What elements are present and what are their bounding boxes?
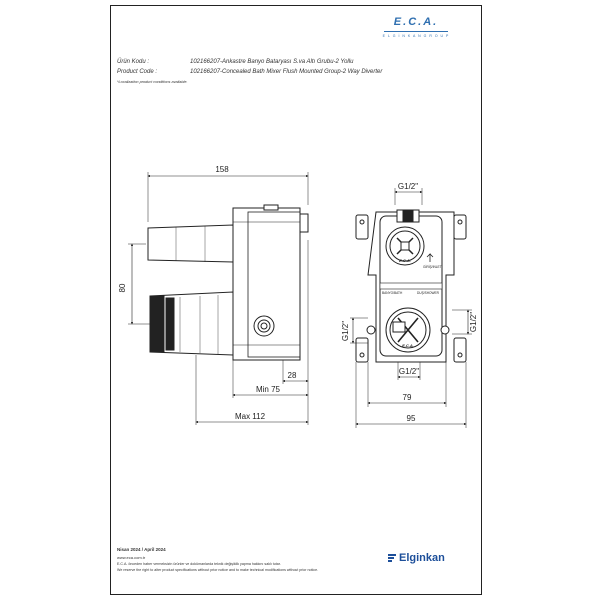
label-inlet: GİRİŞ/INLET xyxy=(423,264,442,269)
elginkan-brand: Elginkan xyxy=(399,552,445,564)
eca-logo: E.C.A. E L G İ N K A N G R O U P xyxy=(376,16,456,46)
dim-28: 28 xyxy=(288,371,297,380)
footer-date: Nisan 2024 / April 2024 xyxy=(117,547,166,552)
dim-min: Min 75 xyxy=(256,385,281,394)
diverter-brand: E.C.A. xyxy=(402,343,414,348)
product-code-label-en: Product Code : xyxy=(117,69,158,75)
product-code-value-tr: 102166207-Ankastre Banyo Bataryası S.va … xyxy=(190,59,354,65)
dim-95: 95 xyxy=(407,414,416,423)
label-outlet-left: BANYO/BATH xyxy=(382,291,403,295)
thread-left: G1/2" xyxy=(341,321,350,341)
dim-total-width: 158 xyxy=(215,165,229,174)
front-view xyxy=(350,188,472,428)
dim-max: Max 112 xyxy=(235,412,266,421)
side-view xyxy=(128,172,309,425)
logo-text: E.C.A. xyxy=(393,16,439,28)
label-outlet-right: DUŞ/SHOWER xyxy=(417,291,440,295)
logo-underline xyxy=(384,31,448,32)
footer-disclaimer-tr: E.C.A. önceden haber vermeksizin ürünler… xyxy=(117,562,281,566)
product-code-value-en: 102166207-Concealed Bath Mixer Flush Mou… xyxy=(190,69,383,75)
dim-height: 80 xyxy=(118,283,127,292)
footer-disclaimer-en: We reserve the right to alter product sp… xyxy=(117,568,319,572)
localization-note: *Localization product conditions availab… xyxy=(117,80,188,84)
dim-79: 79 xyxy=(403,393,412,402)
thread-top: G1/2" xyxy=(398,182,418,191)
thread-bottom: G1/2" xyxy=(399,367,419,376)
cartridge-brand: E.C.A. xyxy=(399,258,411,263)
product-code-label-tr: Ürün Kodu : xyxy=(117,59,150,65)
footer-website[interactable]: www.eca.com.tr xyxy=(117,555,146,560)
thread-right: G1/2" xyxy=(469,312,478,332)
logo-subtitle: E L G İ N K A N G R O U P xyxy=(382,34,450,38)
elginkan-logo-icon xyxy=(388,554,396,564)
